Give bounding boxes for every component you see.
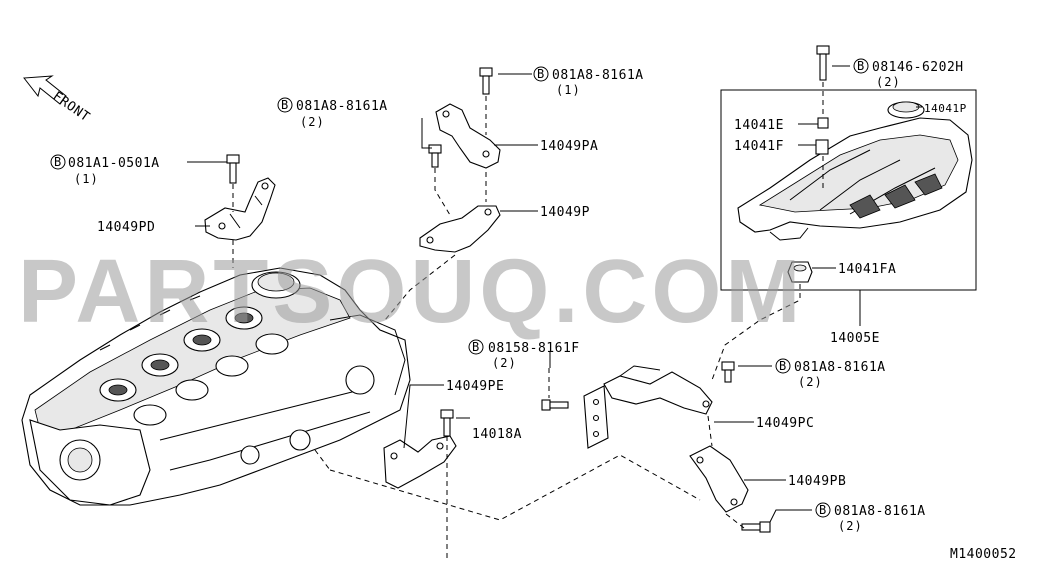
callout-code: 081A1-0501A bbox=[68, 156, 160, 171]
part-label: 14041E bbox=[734, 118, 784, 133]
bracket-14049p-drawing bbox=[419, 205, 501, 253]
bolt-symbol-letter: B bbox=[857, 59, 865, 73]
bolt-symbol-icon bbox=[50, 154, 66, 170]
callout-code: 081A8-8161A bbox=[552, 68, 644, 83]
grommet-14041e-drawing bbox=[817, 117, 829, 129]
bracket-14049pa-drawing bbox=[435, 103, 501, 169]
bolt-icon bbox=[741, 521, 771, 533]
part-label: 14005E bbox=[830, 331, 880, 346]
bolt-symbol-letter: B bbox=[537, 67, 545, 81]
bolt-icon bbox=[816, 45, 830, 81]
callout-14005e[interactable]: 14005E bbox=[830, 331, 880, 346]
bolt-symbol-letter: B bbox=[281, 98, 289, 112]
diagram-code: M1400052 bbox=[950, 547, 1017, 562]
bolt-symbol-letter: B bbox=[819, 503, 827, 517]
callout-qty: (2) bbox=[838, 519, 863, 533]
part-label: 14049P bbox=[540, 205, 590, 220]
part-label: 14049PC bbox=[756, 416, 814, 431]
watermark-text: PARTSOUQ.COM bbox=[18, 242, 804, 342]
callout-code: 081A8-8161A bbox=[834, 504, 926, 519]
bolt-symbol-letter: B bbox=[54, 155, 62, 169]
bracket-14049pc-drawing bbox=[603, 365, 713, 415]
callout-14049pc[interactable]: 14049PC bbox=[756, 416, 814, 431]
front-arrow-icon bbox=[23, 75, 67, 105]
front-label: FRONT bbox=[50, 89, 93, 125]
part-label: 14041P bbox=[924, 102, 967, 115]
part-label: 14041F bbox=[734, 139, 784, 154]
callout-14041f[interactable]: 14041F bbox=[734, 139, 784, 154]
callout-14018a[interactable]: 14018A bbox=[472, 427, 522, 442]
callout-081a8-8161a-top[interactable]: B 081A8-8161A (1) bbox=[533, 66, 644, 97]
callout-14049pb[interactable]: 14049PB bbox=[788, 474, 846, 489]
grommet-14041f-drawing bbox=[815, 139, 829, 155]
part-label: 14041FA bbox=[838, 262, 896, 277]
callout-081a8-8161a-left[interactable]: B 081A8-8161A (2) bbox=[277, 97, 388, 129]
bolt-icon bbox=[428, 144, 442, 168]
callout-qty: (2) bbox=[300, 115, 325, 129]
bolt-symbol-icon bbox=[533, 66, 549, 82]
bracket-plate-drawing bbox=[583, 385, 609, 449]
callout-qty: (2) bbox=[876, 75, 901, 89]
bracket-14049pe-drawing bbox=[383, 435, 457, 489]
bolt-symbol-icon bbox=[775, 358, 791, 374]
bolt-symbol-letter: B bbox=[779, 359, 787, 373]
callout-code: 081A8-8161A bbox=[296, 99, 388, 114]
callout-14049p[interactable]: 14049P bbox=[540, 205, 590, 220]
callout-code: 08158-8161F bbox=[488, 341, 580, 356]
callout-code: 08146-6202H bbox=[872, 60, 964, 75]
callout-code: 081A8-8161A bbox=[794, 360, 886, 375]
part-label: 14049PA bbox=[540, 139, 598, 154]
grommet-14041fa-drawing bbox=[787, 261, 813, 283]
bolt-14018a-drawing bbox=[440, 409, 454, 437]
part-label: 14049PE bbox=[446, 379, 504, 394]
bolt-symbol-letter: B bbox=[472, 340, 480, 354]
engine-cover-drawing bbox=[737, 117, 973, 241]
bracket-14049pd-drawing bbox=[204, 177, 276, 241]
callout-qty: (1) bbox=[556, 83, 581, 97]
callout-081a1-0501a[interactable]: B 081A1-0501A (1) bbox=[50, 154, 160, 186]
bolt-icon bbox=[541, 399, 569, 411]
callout-14049pa[interactable]: 14049PA bbox=[540, 139, 598, 154]
callout-14041e[interactable]: 14041E bbox=[734, 118, 784, 133]
callout-14041p[interactable]: 14041P bbox=[924, 102, 967, 115]
part-label: 14049PB bbox=[788, 474, 846, 489]
bracket-14049pb-drawing bbox=[689, 445, 749, 513]
part-label: 14049PD bbox=[97, 220, 155, 235]
bolt-symbol-icon bbox=[277, 97, 293, 113]
callout-08146-6202h[interactable]: B 08146-6202H (2) bbox=[853, 58, 964, 89]
callout-081a8-8161a-mid[interactable]: B 081A8-8161A (2) bbox=[775, 358, 886, 389]
bolt-icon bbox=[721, 361, 735, 383]
callout-qty: (2) bbox=[798, 375, 823, 389]
bolt-symbol-icon bbox=[815, 502, 831, 518]
callout-14049pd[interactable]: 14049PD bbox=[97, 220, 155, 235]
cylinder-head-drawing bbox=[21, 267, 411, 506]
bolt-icon bbox=[479, 67, 493, 95]
callout-14049pe[interactable]: 14049PE bbox=[446, 379, 504, 394]
callout-081a8-8161a-bottom[interactable]: B 081A8-8161A (2) bbox=[815, 502, 926, 533]
filler-cap-14041p-drawing bbox=[887, 101, 925, 119]
callout-qty: (2) bbox=[492, 356, 517, 370]
callout-14041fa[interactable]: 14041FA bbox=[838, 262, 896, 277]
part-label: 14018A bbox=[472, 427, 522, 442]
bolt-icon bbox=[226, 154, 240, 184]
bolt-symbol-icon bbox=[468, 339, 484, 355]
engine-cover-frame bbox=[720, 89, 977, 291]
leader-lines bbox=[187, 65, 922, 523]
callout-qty: (1) bbox=[74, 172, 99, 186]
callout-08158-8161f[interactable]: B 08158-8161F (2) bbox=[468, 339, 580, 370]
bolt-symbol-icon bbox=[853, 58, 869, 74]
